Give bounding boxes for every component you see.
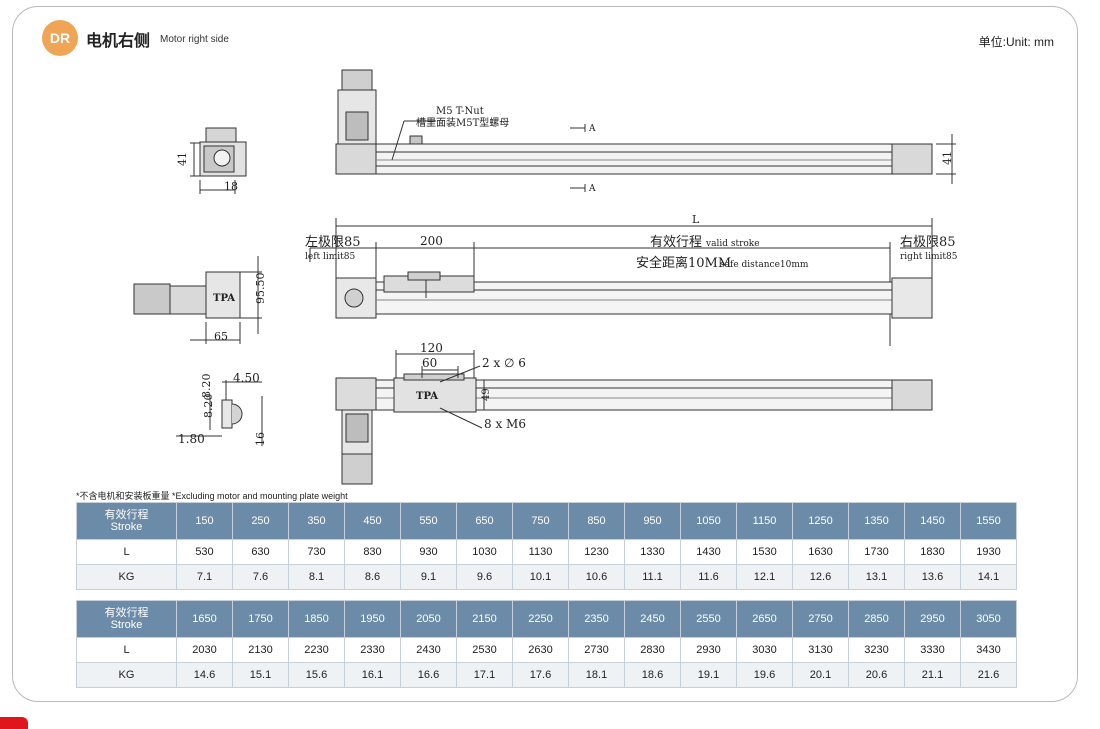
safe-distance-cn: 安全距离10MM bbox=[636, 255, 731, 271]
nut-label-cn: 槽里面装M5T型螺母 bbox=[416, 116, 509, 129]
unit-label: 单位:Unit: mm bbox=[978, 35, 1054, 49]
page-title: 电机右侧 bbox=[86, 33, 151, 50]
dim-95-50: 95.50 bbox=[254, 273, 267, 305]
top-view bbox=[335, 69, 956, 192]
length-row: L 2030 2130 2230 2330 2430 2530 2630 273… bbox=[76, 637, 1017, 663]
dim-16: 16 bbox=[254, 432, 267, 446]
length-row: L 530 630 730 830 930 1030 1130 1230 133… bbox=[76, 539, 1017, 565]
dim-8-20-a: 8.20 bbox=[200, 374, 213, 399]
motor-end-view bbox=[133, 256, 262, 344]
side-view bbox=[309, 218, 933, 346]
dim-18: 18 bbox=[224, 180, 238, 193]
left-limit-cn: 左极限85 bbox=[305, 235, 361, 250]
right-limit-cn: 右极限85 bbox=[900, 235, 956, 250]
valid-stroke-cn: 有效行程 bbox=[650, 235, 702, 250]
right-limit-en: right limit85 bbox=[900, 252, 958, 262]
dim-41-left: 41 bbox=[176, 152, 189, 166]
holes-phi6: 2 x ∅ 6 bbox=[482, 356, 526, 370]
dim-49: 49 bbox=[481, 388, 492, 401]
page-subtitle: Motor right side bbox=[160, 34, 229, 45]
end-view bbox=[190, 127, 247, 194]
valid-stroke-en: valid stroke bbox=[705, 239, 760, 249]
dim-120: 120 bbox=[420, 341, 443, 355]
tpa-logo-front: TPA bbox=[416, 391, 438, 402]
safe-distance-en: safe distance10mm bbox=[720, 260, 809, 270]
dr-badge: DR bbox=[42, 20, 78, 56]
dim-65: 65 bbox=[214, 330, 228, 343]
dim-4-50: 4.50 bbox=[233, 371, 260, 385]
weight-row: KG 14.6 15.1 15.6 16.1 16.6 17.1 17.6 18… bbox=[76, 662, 1017, 688]
section-a-bottom: A bbox=[588, 184, 596, 194]
left-limit-en: left limit85 bbox=[305, 252, 356, 262]
section-a-top: A bbox=[588, 124, 596, 134]
dim-1-80: 1.80 bbox=[178, 432, 205, 446]
dim-200: 200 bbox=[420, 234, 443, 248]
front-view bbox=[335, 350, 933, 485]
brand-red-tab bbox=[0, 717, 28, 729]
dim-41-right: 41 bbox=[941, 151, 954, 165]
weight-note: *不含电机和安装板重量 *Excluding motor and mountin… bbox=[76, 491, 348, 501]
dim-60: 60 bbox=[422, 356, 437, 370]
nut-label-en: M5 T-Nut bbox=[436, 106, 484, 117]
weight-row: KG 7.1 7.6 8.1 8.6 9.1 9.6 10.1 10.6 11.… bbox=[76, 564, 1017, 590]
page-frame bbox=[12, 6, 1078, 702]
holes-m6: 8 x M6 bbox=[484, 417, 526, 431]
tpa-logo-end: TPA bbox=[213, 293, 235, 304]
slot-detail bbox=[176, 380, 263, 446]
dim-L: L bbox=[692, 213, 700, 226]
dim-8-20-b: 8.20 bbox=[202, 394, 215, 419]
